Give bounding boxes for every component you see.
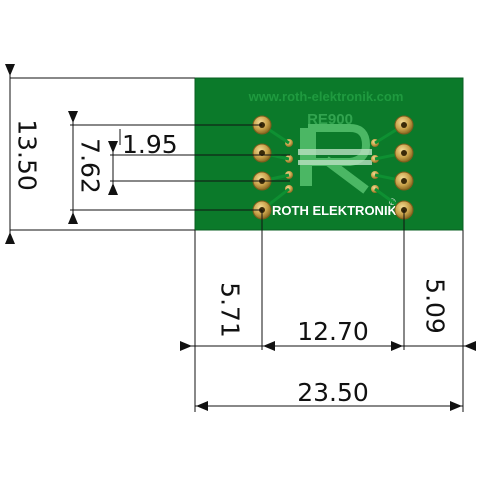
- board-url-text: www.roth-elektronik.com: [248, 89, 404, 104]
- dimension-lines: [9, 70, 476, 412]
- board-brand-text: ROTH ELEKTRONIK: [272, 203, 398, 218]
- left-offset-label: 5.71: [216, 282, 245, 338]
- roth-logo-icon: [298, 124, 372, 194]
- overall-width-label: 23.50: [297, 378, 369, 407]
- row-spacing-label: 7.62: [76, 138, 105, 194]
- pin-pitch-label: 1.95: [122, 130, 178, 159]
- dimension-arrows: [5, 64, 476, 411]
- board-part-number: RE900: [307, 111, 353, 128]
- pcb-board: www.roth-elektronik.com RE900 ROTH ELEKT…: [194, 77, 464, 231]
- right-offset-label: 5.09: [421, 278, 450, 334]
- pin-span-label: 12.70: [297, 317, 369, 346]
- overall-height-label: 13.50: [13, 119, 42, 191]
